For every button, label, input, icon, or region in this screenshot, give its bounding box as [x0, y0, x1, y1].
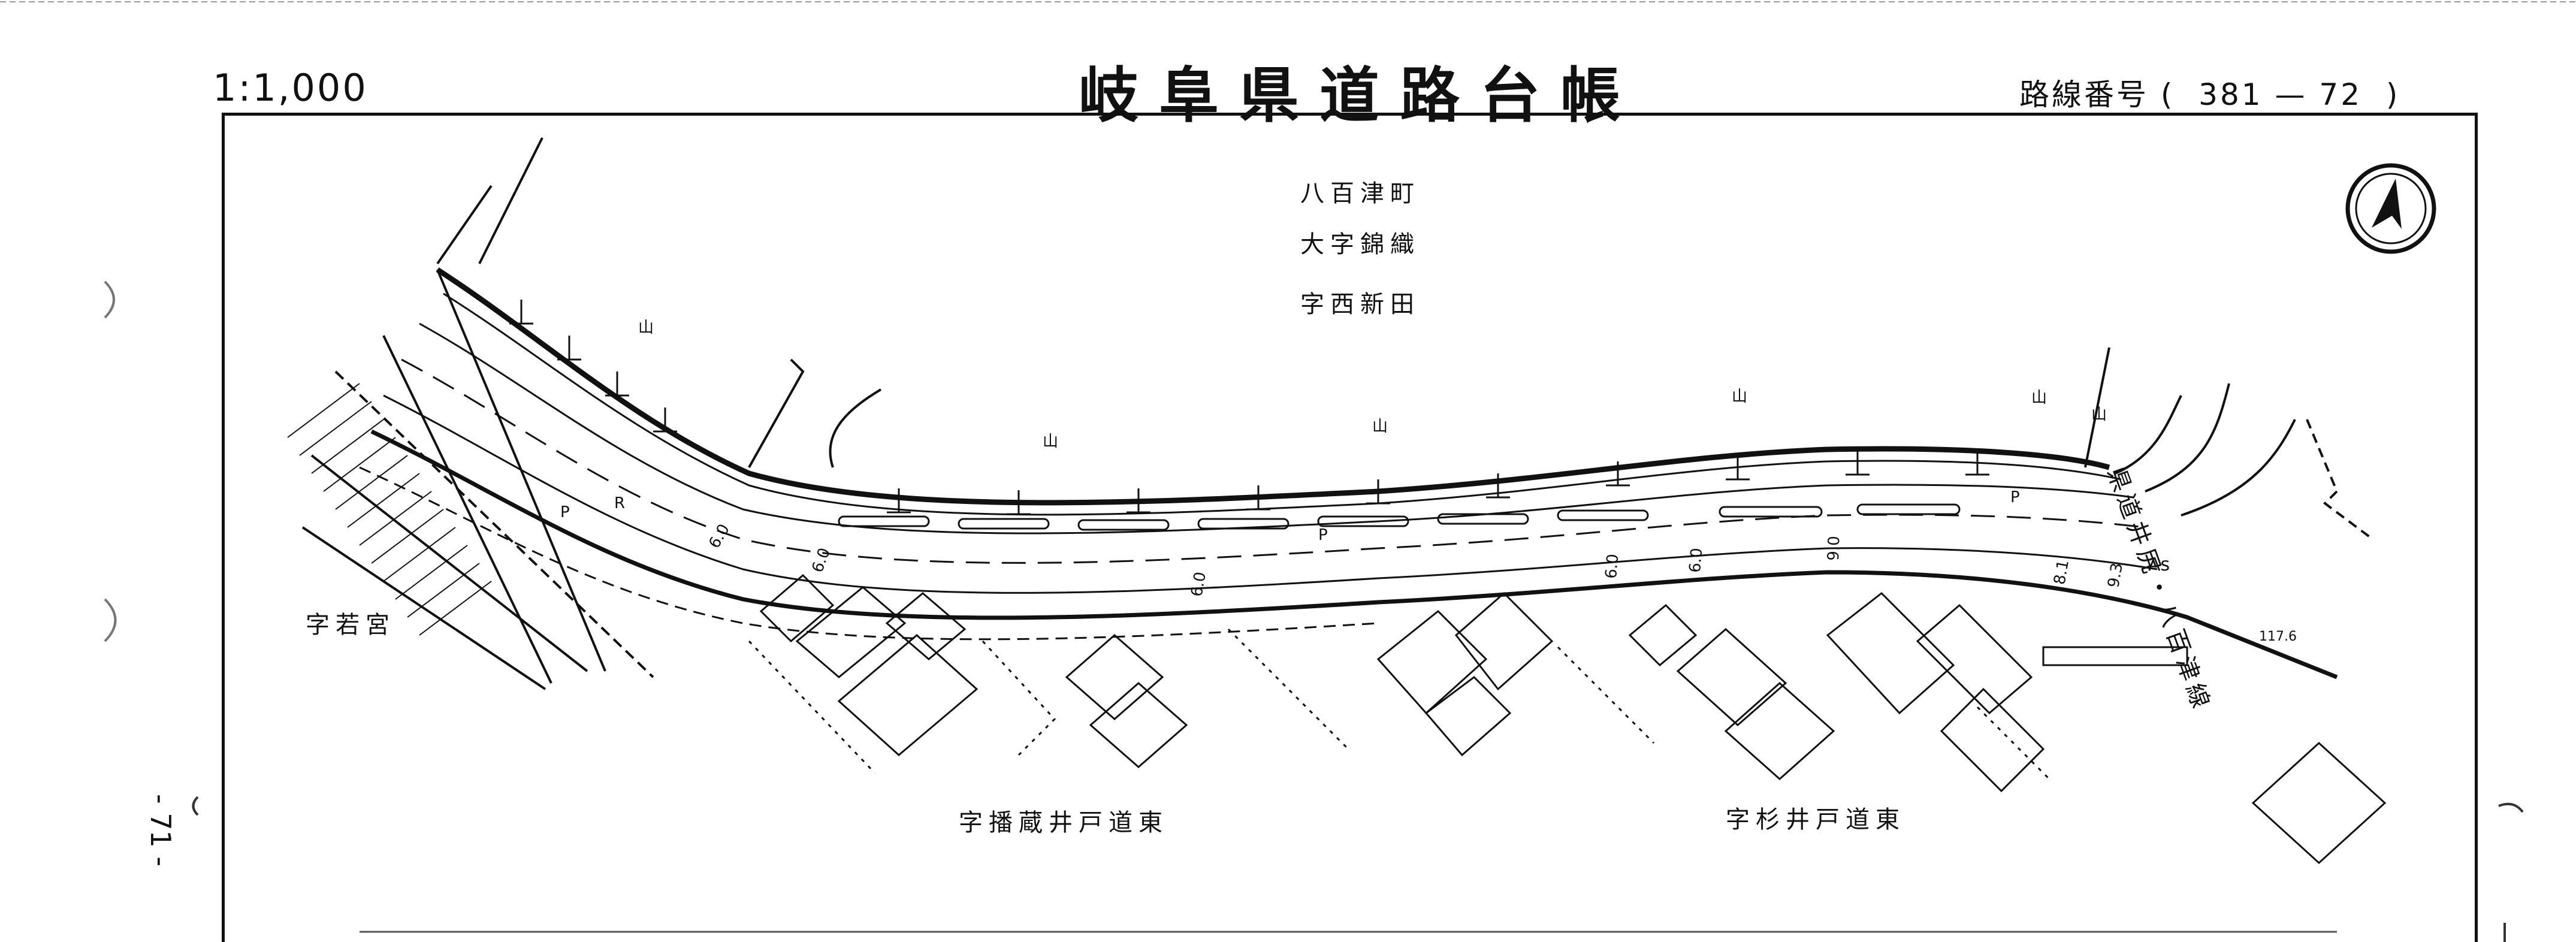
lot-boundaries	[748, 628, 2050, 780]
north-arrow-icon	[2345, 163, 2436, 254]
ground-symbols: 山 山 山 山 山 山	[638, 319, 2107, 451]
width-mark: 9.0	[1824, 535, 1844, 561]
side-roads-north	[748, 347, 2374, 541]
buildings	[759, 573, 2387, 865]
svg-text:山: 山	[2091, 406, 2107, 424]
place-name-bottom-left: 字播蔵井戸道東	[959, 809, 1168, 837]
map-title: 岐阜県道路台帳	[1079, 61, 1641, 131]
median-islands	[838, 503, 1961, 531]
place-name-town: 八百津町	[1300, 180, 1420, 207]
elevation-label: 117.6	[2259, 629, 2297, 644]
svg-text:山: 山	[1372, 418, 1388, 436]
parking-mark: P	[560, 503, 570, 521]
svg-text:山: 山	[2031, 389, 2047, 407]
svg-text:山: 山	[1043, 433, 1058, 451]
road-marker: R	[614, 494, 626, 512]
page-number: - 71 -	[144, 794, 177, 866]
surface-label: As	[2148, 554, 2170, 575]
binding-hole-mark	[104, 280, 115, 319]
parking-mark: P	[2010, 488, 2020, 506]
place-name-bottom-right: 字杉井戸道東	[1726, 806, 1905, 834]
width-mark: 6.0	[1686, 547, 1707, 573]
binding-hole-mark	[104, 598, 117, 642]
scale-label: 1:1,000	[213, 66, 368, 110]
svg-text:山: 山	[1732, 388, 1747, 406]
left-diagonal-roads	[301, 137, 654, 690]
slope-hatching	[287, 383, 492, 636]
place-name-nishi-shinden: 字西新田	[1300, 291, 1420, 318]
place-name-wakamiya: 字若宮	[306, 611, 395, 639]
route-number: 路線番号 ( 381 — 72 )	[2019, 77, 2400, 112]
map-frame	[222, 113, 2478, 942]
roadside-tree-symbols	[509, 300, 1989, 515]
parking-mark: P	[1318, 526, 1328, 544]
main-road	[359, 267, 2338, 680]
width-mark: 6.0	[1602, 553, 1623, 579]
place-name-oaza: 大字錦織	[1300, 231, 1420, 258]
svg-text:山: 山	[638, 319, 654, 337]
